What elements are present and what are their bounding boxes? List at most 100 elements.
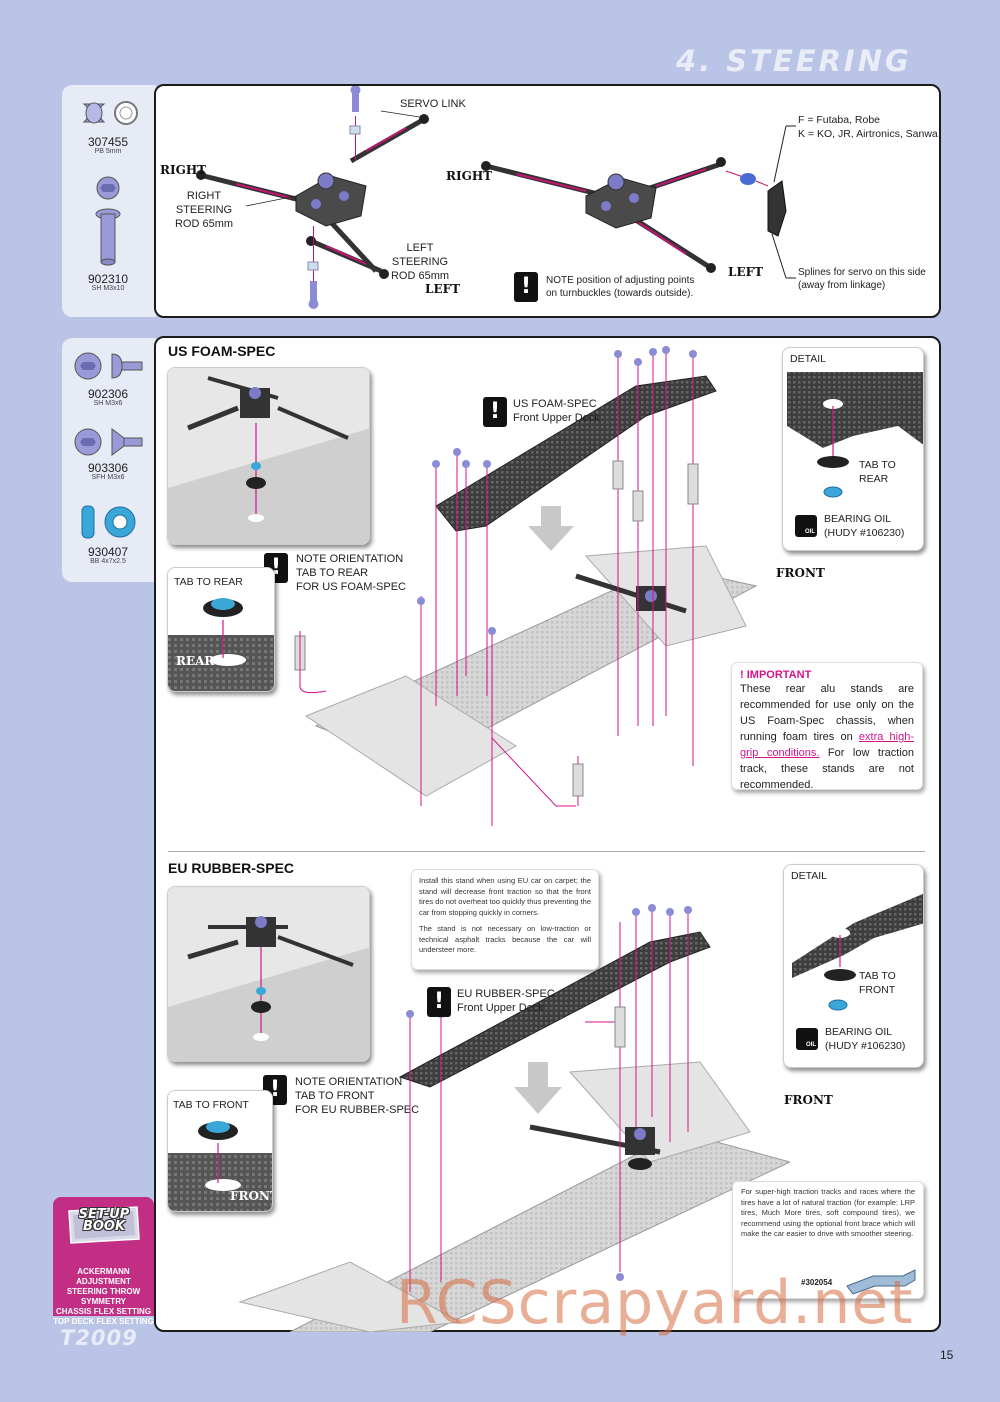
watermark: RCScrapyard.net bbox=[396, 1268, 914, 1338]
eu-deck-line1: EU RUBBER-SPEC bbox=[457, 988, 555, 1000]
eu-deck-label: EU RUBBER-SPEC Front Upper Deck bbox=[457, 987, 555, 1015]
us-bearing-line2: (HUDY #106230) bbox=[824, 527, 905, 539]
left-rod-line1: LEFT STEERING bbox=[391, 242, 449, 268]
us-tab-drawing bbox=[168, 598, 274, 691]
part-spec: BB 4x7x2.5 bbox=[90, 558, 126, 565]
turnbuckle-note: NOTE position of adjusting points on turn… bbox=[546, 274, 694, 300]
part-spec: SFH M3x6 bbox=[91, 474, 125, 481]
important-text: These rear alu stands are recommended fo… bbox=[740, 681, 914, 793]
us-chassis-drawing bbox=[294, 346, 758, 826]
eu-assembly-photo bbox=[167, 886, 370, 1062]
part-spec: SH M3x6 bbox=[93, 400, 123, 407]
eu-deck-line2: Front Upper Deck bbox=[457, 1002, 544, 1014]
important-note: ! IMPORTANT These rear alu stands are re… bbox=[731, 662, 923, 793]
eu-detail-tab: TAB TO FRONT bbox=[859, 970, 896, 996]
page-number: 15 bbox=[940, 1348, 954, 1362]
eu-front-label: FRONT bbox=[784, 1093, 833, 1107]
brace-note-text: For super-high traction tracks and races… bbox=[741, 1187, 915, 1238]
turnbuckle-note-line2: on turnbuckles (towards outside). bbox=[546, 288, 694, 299]
us-photo-drawing bbox=[168, 368, 369, 544]
eu-note-line1: NOTE ORIENTATION bbox=[295, 1076, 403, 1088]
left-label-middle: LEFT bbox=[728, 265, 764, 279]
eu-install-p2: The stand is not necessary on low-tracti… bbox=[419, 924, 591, 954]
left-rod-label: LEFT STEERING ROD 65mm bbox=[385, 241, 455, 283]
parts-sidebar-bottom bbox=[62, 338, 156, 582]
right-rod-line1: RIGHT STEERING bbox=[175, 190, 233, 216]
right-rod-label: RIGHT STEERING ROD 65mm bbox=[166, 189, 242, 231]
ball-pivot-icon bbox=[82, 101, 138, 125]
setup-item: TOP DECK FLEX SETTING bbox=[53, 1317, 154, 1326]
eu-detail-drawing bbox=[792, 893, 923, 1011]
setup-title-line2: BOOK bbox=[82, 1219, 126, 1234]
us-front-label: FRONT bbox=[776, 566, 825, 580]
part-number: 930407 bbox=[87, 545, 129, 559]
button-head-screw-icon bbox=[74, 352, 143, 380]
us-deck-line2: Front Upper Deck bbox=[513, 412, 600, 424]
ball-bearing-icon bbox=[81, 505, 136, 539]
eu-detail-box: DETAIL TAB TO FRONT OIL BEARING OIL(HUDY… bbox=[783, 864, 924, 1068]
part-number: 307455 bbox=[87, 135, 129, 149]
part-number: 903306 bbox=[87, 461, 129, 475]
servo-link-label: SERVO LINK bbox=[400, 98, 466, 110]
brace-part-number: #302054 bbox=[801, 1278, 833, 1287]
eu-bearing-oil: BEARING OIL(HUDY #106230) bbox=[825, 1025, 905, 1053]
setup-item: STEERING THROW SYMMETRY bbox=[66, 1287, 141, 1306]
front-brace-note: For super-high traction tracks and races… bbox=[732, 1181, 924, 1299]
splines-note: Splines for servo on this side (away from… bbox=[798, 266, 926, 292]
eu-tab-photo: TAB TO FRONT FRONT bbox=[167, 1090, 273, 1212]
us-bearing-oil: BEARING OIL (HUDY #106230) bbox=[824, 512, 904, 540]
eu-detail-label: DETAIL bbox=[791, 870, 827, 882]
eu-deck-warning-icon: ! bbox=[427, 987, 451, 1017]
eu-oil-icon: OIL bbox=[796, 1028, 818, 1050]
screw-m3x10-icon bbox=[95, 176, 121, 266]
setup-item: ACKERMANN ADJUSTMENT bbox=[76, 1267, 131, 1286]
section-divider bbox=[168, 851, 925, 852]
turnbuckle-note-line1: NOTE position of adjusting points bbox=[546, 275, 695, 286]
us-bearing-line1: BEARING OIL bbox=[824, 513, 892, 525]
important-title: ! IMPORTANT bbox=[740, 669, 812, 681]
book-icon bbox=[68, 1206, 140, 1244]
us-assembly-photo bbox=[167, 367, 370, 545]
us-deck-warning-icon: ! bbox=[483, 397, 507, 427]
steering-assembly-drawing bbox=[196, 86, 796, 309]
us-tab-photo: TAB TO REAR REAR bbox=[167, 567, 275, 692]
eu-bearing-line2: (HUDY #106230) bbox=[825, 1040, 906, 1052]
servo-brands: F = Futaba, Robe K = KO, JR, Airtronics, … bbox=[798, 113, 938, 141]
right-label-middle: RIGHT bbox=[446, 169, 493, 183]
right-rod-line2: ROD 65mm bbox=[174, 218, 234, 230]
eu-orientation-note: NOTE ORIENTATION TAB TO FRONT FOR EU RUBBE… bbox=[295, 1075, 419, 1117]
eu-install-p1: Install this stand when using EU car on … bbox=[419, 876, 591, 917]
important-pre: These rear alu stands are recommended fo… bbox=[740, 683, 914, 743]
important-highlight: extra high-grip conditions. bbox=[740, 731, 914, 759]
left-rod-line2: ROD 65mm bbox=[390, 270, 450, 282]
eu-install-note: Install this stand when using EU car on … bbox=[411, 869, 599, 970]
us-detail-tab: TAB TO REAR bbox=[859, 459, 896, 485]
note-warning-icon: ! bbox=[514, 272, 538, 302]
splines-line2: (away from linkage) bbox=[798, 280, 886, 291]
part-spec: SH M3x10 bbox=[91, 285, 125, 292]
us-oil-icon: OIL bbox=[795, 515, 817, 537]
eu-front-tag: FRONT bbox=[230, 1189, 272, 1203]
eu-note-line3: FOR EU RUBBER-SPEC bbox=[295, 1104, 420, 1116]
us-note-line2: TAB TO REAR bbox=[296, 567, 369, 579]
splines-line1: Splines for servo on this side bbox=[798, 267, 926, 278]
model-logo: T2009 bbox=[60, 1326, 138, 1350]
front-brace-drawing bbox=[846, 1269, 916, 1295]
left-label-left: LEFT bbox=[425, 282, 461, 296]
eu-note-line2: TAB TO FRONT bbox=[295, 1090, 375, 1102]
part-spec: PB 5mm bbox=[94, 148, 122, 155]
us-note-line1: NOTE ORIENTATION bbox=[296, 553, 404, 565]
servo-brands-line2: K = KO, JR, Airtronics, Sanwa bbox=[798, 128, 938, 140]
servo-brands-line1: F = Futaba, Robe bbox=[798, 114, 881, 126]
us-rear-tag: REAR bbox=[176, 654, 215, 668]
part-number: 902310 bbox=[87, 272, 129, 286]
section-title: 4. STEERING bbox=[676, 44, 912, 78]
setup-item: CHASSIS FLEX SETTING bbox=[55, 1307, 152, 1316]
us-detail-box: DETAIL TAB TO REAR OIL BEARING OIL(HUDY … bbox=[782, 347, 924, 551]
setup-book-items: ACKERMANN ADJUSTMENT STEERING THROW SYMM… bbox=[53, 1267, 154, 1327]
